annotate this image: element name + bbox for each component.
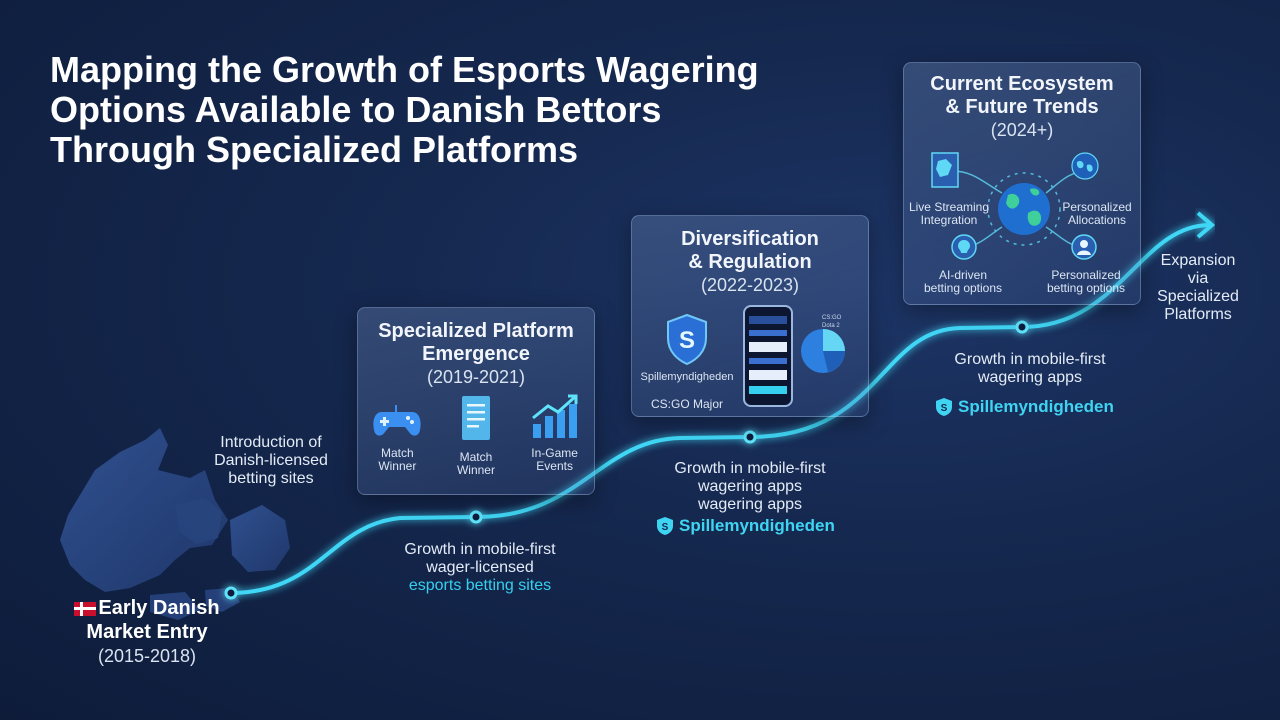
growth-chart-icon [531,394,578,438]
shield-icon: S [657,517,673,535]
person-icon [1071,234,1097,260]
stage-2-item-2: Match Winner [441,396,511,477]
bulb-icon [951,234,977,260]
ecosystem-graphic [931,152,1099,260]
feature-bl: AI-driven betting options [923,268,1003,295]
gamepad-icon [373,405,421,436]
world-icon [1071,152,1099,180]
stage-2-title-1: Specialized Platform [378,320,574,342]
pie-legend: CS:GO Dota 2 [822,315,842,329]
timeline-nodes [224,320,1029,600]
stage-1-title-1: Early Danish [98,597,220,619]
timeline-node-2 [469,510,483,524]
svg-text:S: S [662,522,669,533]
label-c: Growth in mobile-first wagering apps wag… [674,460,826,513]
stage-2-item-1: Match Winner [362,402,432,477]
title-line-3: Through Specialized Platforms [50,129,579,170]
svg-text:S: S [679,327,695,354]
game-label: CS:GO Major [650,397,723,411]
stage-4-title-1: Current Ecosystem [930,73,1114,95]
shield-label: Spillemyndigheden [640,371,734,383]
stage-3-years: (2022-2023) [700,275,800,295]
title-line-1: Mapping the Growth of Esports Wagering [50,49,759,90]
feature-br: Personalized betting options [1046,268,1126,295]
document-icon [461,396,490,440]
svg-text:S: S [941,403,948,414]
stage-2-years: (2019-2021) [426,367,526,387]
phone-icon [743,305,793,407]
shield-icon: S [667,313,707,366]
feature-tl: Live Streaming Integration [908,200,990,227]
stage-2-card: Specialized Platform Emergence (2019-202… [357,307,595,495]
stage-4-card: Current Ecosystem & Future Trends (2024+… [903,62,1141,305]
stage-1-years: (2015-2018) [97,646,197,666]
stage-2-title-2: Emergence [422,343,530,365]
map-icon [931,152,959,188]
stage-1-label: Early Danish Market Entry (2015-2018) [52,596,242,668]
denmark-map-icon [60,428,290,620]
timeline-node-4 [1015,320,1029,334]
badge-d: S Spillemyndigheden [935,397,1114,417]
globe-icon [998,183,1050,235]
stage-2-item-3: In-Game Events [520,394,590,477]
timeline-node-1 [224,586,238,600]
stage-3-card: Diversification & Regulation (2022-2023)… [631,215,869,417]
intro-label: Introduction of Danish-licensed betting … [214,434,328,487]
stage-4-years: (2024+) [990,120,1054,140]
stage-4-title-2: & Future Trends [945,96,1099,118]
stage-3-title-2: & Regulation [688,251,812,273]
denmark-flag-icon [74,601,97,616]
page-title: Mapping the Growth of Esports Wagering O… [50,50,850,170]
timeline-node-3 [743,430,757,444]
timeline-arrow-icon [1196,211,1216,239]
stage-1-title-2: Market Entry [86,621,208,643]
shield-icon: S [936,398,952,416]
feature-tr: Personalized Allocations [1062,200,1132,227]
label-d: Growth in mobile-first wagering apps [954,351,1106,386]
title-line-2: Options Available to Danish Bettors [50,89,662,130]
badge-c: S Spillemyndigheden [656,516,835,536]
stage-3-title-1: Diversification [681,228,819,250]
expansion-label: Expansion via Specialized Platforms [1157,252,1239,323]
pie-chart-icon [801,329,845,373]
label-b: Growth in mobile-first wager-licensed es… [404,541,556,594]
